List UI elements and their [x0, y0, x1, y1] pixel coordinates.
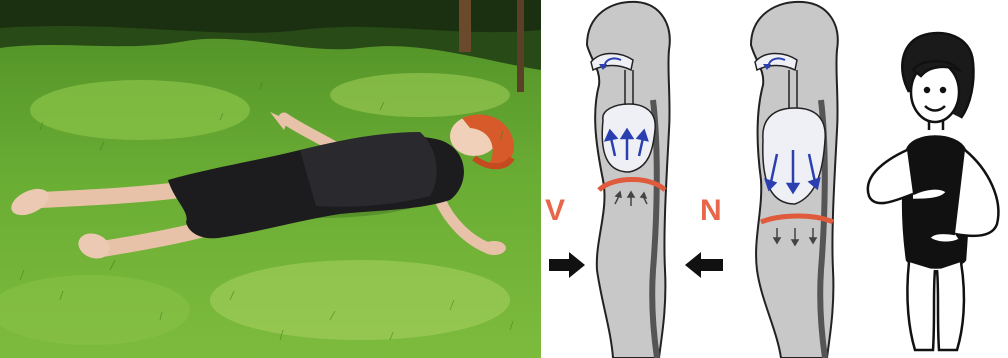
lawn-photo-drawing [0, 0, 541, 358]
torso-figure-v [587, 2, 670, 358]
label-v: V [545, 196, 565, 226]
arrow-left-icon [685, 252, 723, 278]
breathing-diagram-drawing [541, 0, 1008, 358]
lawn-photo [0, 0, 541, 358]
label-n: N [700, 196, 722, 226]
torso-figure-n [751, 2, 838, 358]
post [459, 0, 471, 52]
arrow-right-icon [549, 252, 585, 278]
breathing-diagram: V N [541, 0, 1008, 358]
woman-cartoon [868, 33, 999, 350]
